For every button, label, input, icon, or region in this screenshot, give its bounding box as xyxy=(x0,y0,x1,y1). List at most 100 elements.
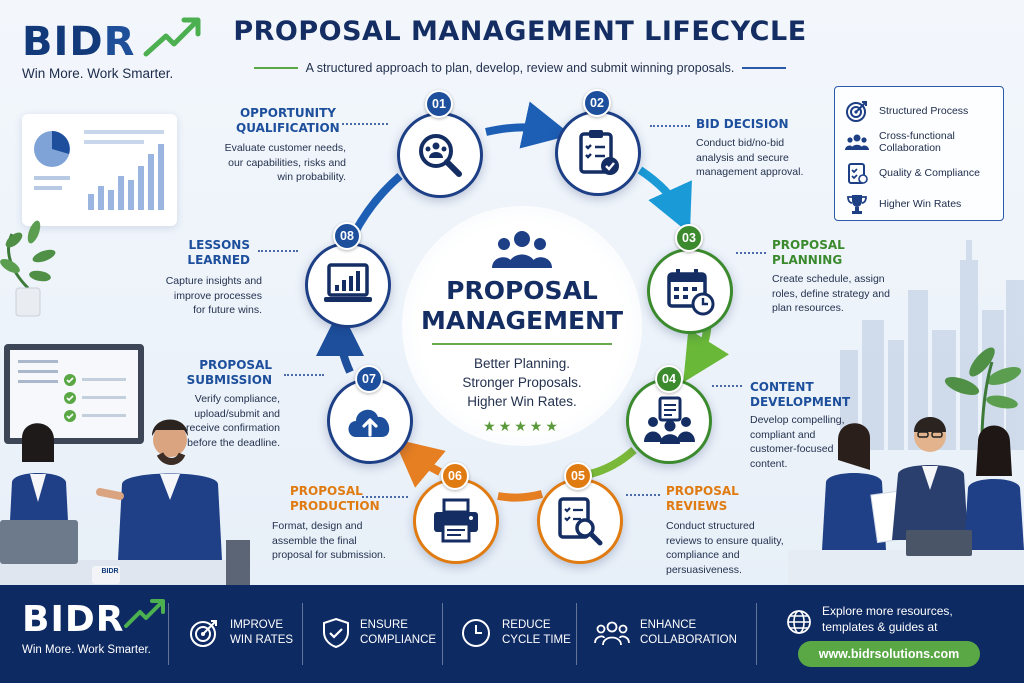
legend-label: Structured Process xyxy=(879,104,969,117)
footer-tagline: Win More. Work Smarter. xyxy=(22,644,151,656)
calendar-clock-icon xyxy=(667,269,715,316)
footer-explore-text: Explore more resources, templates & guid… xyxy=(822,604,953,634)
footer-divider xyxy=(442,603,443,665)
shield-check-icon xyxy=(323,617,349,649)
arrow-06-07 xyxy=(393,438,446,488)
brand-logo[interactable]: BIDR Win More. Work Smarter. xyxy=(22,17,212,88)
center-divider xyxy=(432,343,612,345)
step-01-description: Evaluate customer needs,our capabilities… xyxy=(224,142,346,183)
magnifier-people-icon xyxy=(419,134,462,177)
step-06-connector xyxy=(362,496,408,498)
footer-divider xyxy=(168,603,169,665)
printer-icon xyxy=(434,498,478,543)
arrow-07-08 xyxy=(316,308,365,374)
footer-brand-logo[interactable]: BIDR Win More. Work Smarter. xyxy=(22,599,165,656)
brand-wordmark: BIDR xyxy=(22,19,136,65)
subtitle-rule-right xyxy=(742,67,787,69)
team-icon xyxy=(845,130,869,154)
subtitle-row: A structured approach to plan, develop, … xyxy=(240,58,800,78)
legend-item: Cross-functional Collaboration xyxy=(845,126,993,157)
cloud-upload-icon xyxy=(348,409,390,437)
team-right-illustration xyxy=(788,410,1024,585)
step-08-node[interactable] xyxy=(305,242,391,328)
footer-divider xyxy=(756,603,757,665)
trophy-icon xyxy=(845,192,869,216)
growth-arrow-icon xyxy=(143,17,201,57)
arrow-01-02 xyxy=(485,101,572,149)
step-08-badge: 08 xyxy=(333,222,361,250)
step-02-connector xyxy=(650,125,690,127)
target-icon xyxy=(190,620,217,647)
clipboard-check-icon xyxy=(579,130,619,175)
dashboard-illustration xyxy=(22,114,177,226)
step-01-node[interactable] xyxy=(397,112,483,198)
subtitle-rule-left xyxy=(253,67,298,69)
step-02-badge: 02 xyxy=(583,89,611,117)
growth-arrow-icon xyxy=(124,599,165,628)
center-title: PROPOSAL MANAGEMENT xyxy=(420,276,624,335)
step-03-node[interactable] xyxy=(647,248,733,334)
step-05-node[interactable] xyxy=(537,478,623,564)
page-title: PROPOSAL MANAGEMENT LIFECYCLE xyxy=(233,16,807,47)
chart-laptop-icon xyxy=(324,263,372,302)
arrow-02-03 xyxy=(637,166,692,234)
plant-illustration xyxy=(0,210,60,320)
center-tagline: Better Planning. Stronger Proposals. Hig… xyxy=(462,356,582,409)
footer-divider xyxy=(302,603,303,665)
clock-icon xyxy=(462,619,490,647)
step-04-node[interactable] xyxy=(626,378,712,464)
document-search-icon xyxy=(558,497,603,546)
page-subtitle: A structured approach to plan, develop, … xyxy=(305,61,735,75)
benefits-legend: Structured Process Cross-functional Coll… xyxy=(834,86,1004,221)
legend-label: Quality & Compliance xyxy=(879,166,980,179)
mug-label: BIDR xyxy=(101,568,119,575)
step-02-title: BID DECISION xyxy=(696,117,789,131)
step-02-node[interactable] xyxy=(555,110,641,196)
legend-label: Higher Win Rates xyxy=(879,197,962,210)
footer-divider xyxy=(576,603,577,665)
people-group-icon xyxy=(490,228,554,272)
step-06-node[interactable] xyxy=(413,478,499,564)
rating-stars: ★★★★★ xyxy=(483,418,561,434)
arrow-04-05 xyxy=(588,446,637,478)
arrow-05-06 xyxy=(497,490,544,502)
legend-label: Cross-functional Collaboration xyxy=(879,129,955,154)
team-icon xyxy=(594,621,630,646)
brand-tagline: Win More. Work Smarter. xyxy=(22,66,174,81)
step-03-badge: 03 xyxy=(675,224,703,252)
arrow-08-01 xyxy=(350,172,403,236)
legend-item: Quality & Compliance xyxy=(845,157,993,188)
checklist-icon xyxy=(845,161,869,185)
globe-icon xyxy=(786,609,812,640)
step-07-connector xyxy=(284,374,324,376)
step-04-badge: 04 xyxy=(655,365,683,393)
plant-right-illustration xyxy=(942,342,1024,442)
step-05-connector xyxy=(626,494,660,496)
step-01-badge: 01 xyxy=(425,90,453,118)
team-document-icon xyxy=(644,396,695,444)
step-05-badge: 05 xyxy=(564,462,592,490)
legend-item: Higher Win Rates xyxy=(845,188,993,219)
step-01-connector xyxy=(342,123,388,125)
footer-wordmark: BIDR xyxy=(22,599,125,640)
website-link-button[interactable]: www.bidrsolutions.com xyxy=(798,641,980,667)
step-08-connector xyxy=(258,250,298,252)
